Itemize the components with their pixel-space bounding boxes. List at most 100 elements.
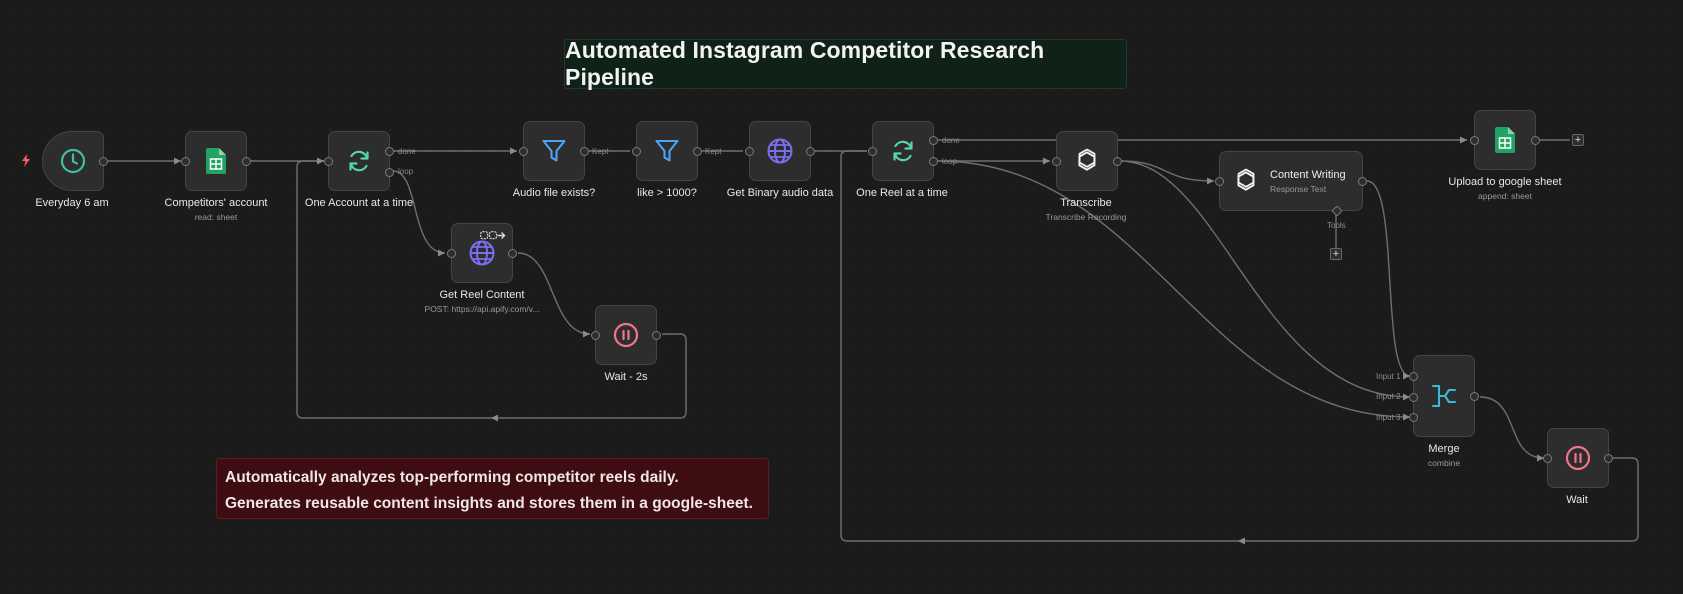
retry-on-fail-icon — [480, 227, 506, 245]
arrowhead — [1043, 157, 1050, 165]
edge-transcribe-to-content — [1119, 160, 1215, 182]
node-name: Everyday 6 am — [35, 197, 109, 209]
node-label: Everyday 6 am — [35, 197, 108, 209]
input-port[interactable] — [1052, 156, 1061, 166]
add-tool-button[interactable]: + — [1330, 248, 1342, 260]
node-label: Wait - 2s — [605, 371, 648, 383]
node-competitors-account[interactable] — [181, 131, 251, 191]
arrowhead — [510, 147, 517, 155]
node-everyday-6am[interactable] — [42, 131, 108, 191]
node-content-writing[interactable]: Content Writing Response Text — [1215, 151, 1367, 217]
input-port[interactable] — [181, 156, 190, 166]
output-port[interactable] — [1604, 453, 1613, 463]
google-sheets-icon — [206, 148, 226, 174]
input-port[interactable] — [591, 330, 600, 340]
node-name: Get Reel Content — [439, 289, 525, 301]
output-port[interactable] — [99, 156, 108, 166]
node-label: Upload to google sheet append: sheet — [1448, 176, 1561, 201]
output-port-done[interactable] — [385, 147, 394, 156]
globe-icon — [468, 239, 496, 267]
edge-content-to-merge1 — [1366, 180, 1411, 377]
node-wait-2s[interactable] — [591, 305, 661, 365]
node-audio-file-exists[interactable] — [519, 121, 589, 181]
input-port[interactable] — [1215, 176, 1224, 186]
description-sticky-note[interactable]: Automatically analyzes top-performing co… — [216, 458, 769, 519]
edge-merge-to-wait — [1479, 396, 1545, 459]
node-like-over-1000[interactable] — [632, 121, 702, 181]
pause-icon — [1565, 445, 1591, 471]
trigger-bolt-icon — [21, 154, 31, 172]
edge-get-reel-to-wait2s — [517, 252, 591, 335]
arrowhead — [317, 157, 324, 165]
add-node-button[interactable]: + — [1572, 134, 1584, 146]
input-port[interactable] — [1470, 135, 1479, 145]
filter-icon — [541, 138, 567, 164]
node-transcribe[interactable] — [1052, 131, 1122, 191]
output-port[interactable] — [1113, 156, 1122, 166]
node-one-reel-at-a-time[interactable] — [868, 121, 938, 181]
arrowhead — [1207, 177, 1214, 185]
input-port-3[interactable] — [1409, 413, 1418, 422]
input-port-2[interactable] — [1409, 393, 1418, 402]
output-port[interactable] — [242, 156, 251, 166]
node-name: One Reel at a time — [856, 187, 948, 199]
node-label: like > 1000? — [637, 187, 697, 199]
workflow-title: Automated Instagram Competitor Research … — [565, 37, 1045, 90]
output-port[interactable] — [508, 248, 517, 258]
output-port[interactable] — [806, 146, 815, 156]
node-name: Wait — [1566, 494, 1588, 506]
node-label: Get Reel Content POST: https://api.apify… — [425, 289, 540, 314]
node-get-reel-content[interactable] — [447, 223, 517, 283]
input-port[interactable] — [324, 156, 333, 166]
output-port-loop[interactable] — [929, 157, 938, 166]
input-2-label: Input 2 — [1376, 392, 1401, 401]
node-text: Content Writing Response Text — [1270, 169, 1346, 194]
globe-icon — [766, 137, 794, 165]
input-port[interactable] — [868, 146, 877, 156]
description-line-1: Automatically analyzes top-performing co… — [225, 469, 679, 486]
clock-icon — [60, 148, 86, 174]
edge-one-account-loop-to-get-reel — [392, 170, 446, 254]
node-get-binary-audio-data[interactable] — [745, 121, 815, 181]
node-name: Upload to google sheet — [1448, 176, 1562, 188]
node-upload-to-google-sheet[interactable] — [1470, 110, 1540, 170]
input-port[interactable] — [447, 248, 456, 258]
filter-icon — [654, 138, 680, 164]
node-name: Merge — [1428, 443, 1460, 455]
node-label: Get Binary audio data — [727, 187, 833, 199]
output-port[interactable] — [1358, 176, 1367, 186]
output-port[interactable] — [1470, 391, 1479, 401]
node-name: One Account at a time — [304, 197, 414, 209]
title-sticky-note[interactable]: Automated Instagram Competitor Research … — [564, 37, 1127, 90]
output-port-done[interactable] — [929, 136, 938, 145]
input-port[interactable] — [1543, 453, 1552, 463]
input-port[interactable] — [519, 146, 528, 156]
description-line-2: Generates reusable content insights and … — [225, 495, 753, 512]
input-port-1[interactable] — [1409, 372, 1418, 381]
output-port-loop[interactable] — [385, 168, 394, 177]
node-name: Competitors' account — [164, 197, 268, 209]
node-label: Transcribe Transcribe Recording — [1046, 197, 1127, 222]
node-name: like > 1000? — [637, 187, 697, 199]
node-subtitle: POST: https://api.apify.com/v... — [424, 304, 540, 314]
node-merge[interactable] — [1409, 355, 1479, 437]
output-port[interactable] — [652, 330, 661, 340]
node-wait[interactable] — [1543, 428, 1613, 488]
arrowhead — [1537, 454, 1544, 462]
output-port[interactable] — [1531, 135, 1540, 145]
output-port[interactable] — [693, 146, 702, 156]
node-name: Transcribe — [1060, 197, 1112, 209]
arrowhead — [1460, 136, 1467, 144]
edge-label-done: done — [398, 147, 416, 156]
arrowhead — [1403, 393, 1410, 401]
arrowhead — [174, 157, 181, 165]
edge-transcribe-to-merge2 — [1119, 160, 1411, 398]
node-subtitle: combine — [1427, 458, 1461, 468]
input-port[interactable] — [632, 146, 641, 156]
node-one-account-at-a-time[interactable] — [324, 131, 394, 191]
input-port[interactable] — [745, 146, 754, 156]
output-port[interactable] — [580, 146, 589, 156]
node-label: One Account at a time — [305, 197, 413, 209]
